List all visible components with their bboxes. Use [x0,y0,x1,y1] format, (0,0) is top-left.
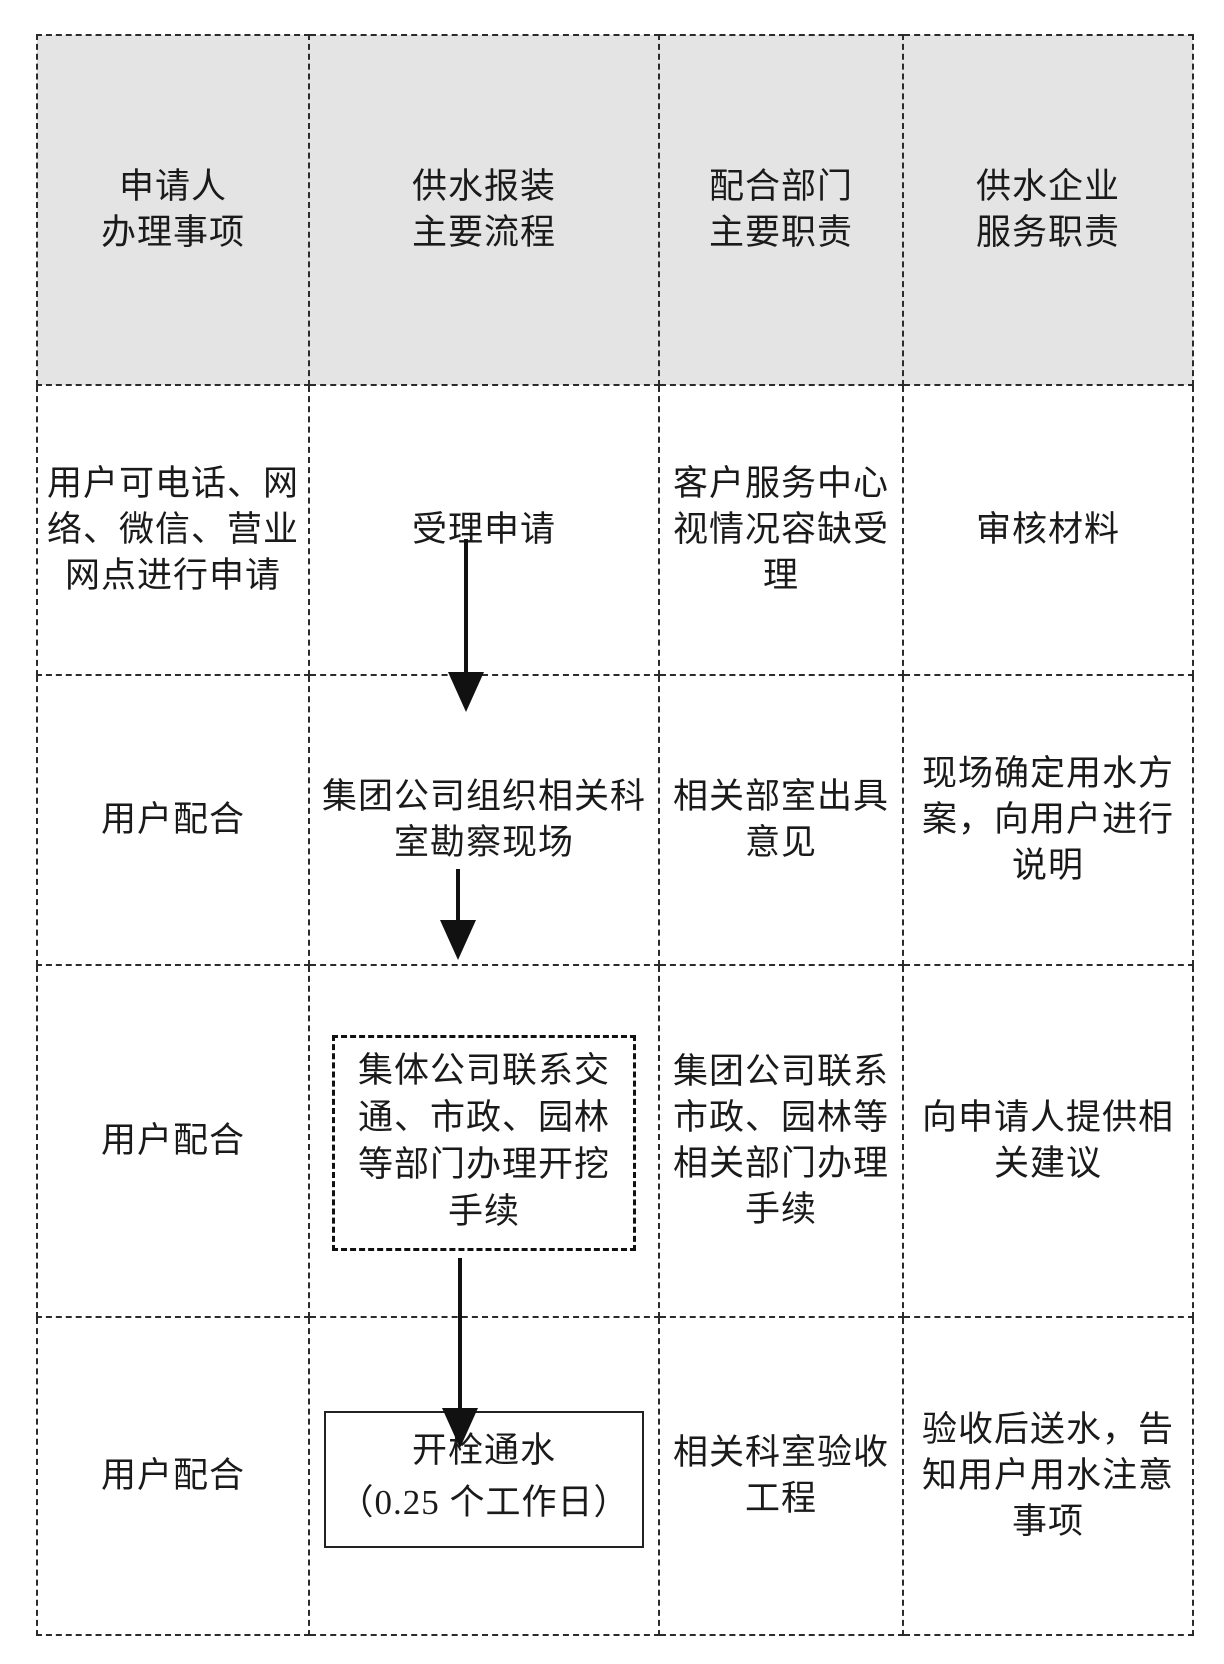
open-valve-duration: （0.25 个工作日） [338,1483,630,1522]
cell-enterprise-row2: 现场确定用水方案，向用户进行说明 [902,674,1194,966]
process-node-excavation-permit: 集体公司联系交通、市政、园林等部门办理开挖手续 [332,1035,636,1251]
open-valve-label: 开栓通水 [411,1430,556,1470]
cell-enterprise-row3: 向申请人提供相关建议 [902,964,1194,1318]
column-header-water-supply-process: 供水报装 主要流程 [308,34,660,386]
table-row: 用户可电话、网络、微信、营业网点进行申请 受理申请 客户服务中心视情况容缺受理 … [36,384,1194,676]
header-line-2: 主要职责 [708,213,853,252]
cell-process-row2: 集团公司组织相关科室勘察现场 [308,674,660,966]
table-header-row: 申请人 办理事项 供水报装 主要流程 配合部门 主要职责 供水企业 服务职责 [36,34,1194,386]
cell-process-row4: 开栓通水 （0.25 个工作日） [308,1316,660,1636]
column-header-water-enterprise-duties: 供水企业 服务职责 [902,34,1194,386]
cell-applicant-row3: 用户配合 [36,964,310,1318]
header-line-1: 申请人 [118,166,227,206]
cell-department-row4: 相关科室验收工程 [658,1316,904,1636]
cell-enterprise-row1: 审核材料 [902,384,1194,676]
cell-applicant-row1: 用户可电话、网络、微信、营业网点进行申请 [36,384,310,676]
header-line-1: 供水企业 [975,166,1120,206]
cell-process-row3: 集体公司联系交通、市政、园林等部门办理开挖手续 [308,964,660,1318]
header-line-2: 服务职责 [975,213,1120,252]
header-line-2: 办理事项 [100,213,245,252]
cell-applicant-row4: 用户配合 [36,1316,310,1636]
process-label-row1: 受理申请 [411,509,556,549]
header-line-1: 供水报装 [411,166,556,206]
cell-department-row1: 客户服务中心视情况容缺受理 [658,384,904,676]
cell-enterprise-row4: 验收后送水，告知用户用水注意事项 [902,1316,1194,1636]
cell-applicant-row2: 用户配合 [36,674,310,966]
table-row: 用户配合 开栓通水 （0.25 个工作日） 相关科室验收工程 验收后送水，告知用… [36,1316,1194,1636]
column-header-cooperating-dept-duties: 配合部门 主要职责 [658,34,904,386]
cell-department-row2: 相关部室出具意见 [658,674,904,966]
cell-department-row3: 集团公司联系市政、园林等相关部门办理手续 [658,964,904,1318]
process-label-row2: 集团公司组织相关科室勘察现场 [321,776,646,862]
process-node-open-valve: 开栓通水 （0.25 个工作日） [324,1410,644,1548]
header-line-2: 主要流程 [411,213,556,252]
header-line-1: 配合部门 [708,166,853,206]
cell-process-row1: 受理申请 [308,384,660,676]
water-supply-process-table: 申请人 办理事项 供水报装 主要流程 配合部门 主要职责 供水企业 服务职责 用… [36,34,1194,1636]
table-row: 用户配合 集团公司组织相关科室勘察现场 相关部室出具意见 现场确定用水方案，向用… [36,674,1194,966]
table-row: 用户配合 集体公司联系交通、市政、园林等部门办理开挖手续 集团公司联系市政、园林… [36,964,1194,1318]
column-header-applicant-matters: 申请人 办理事项 [36,34,310,386]
